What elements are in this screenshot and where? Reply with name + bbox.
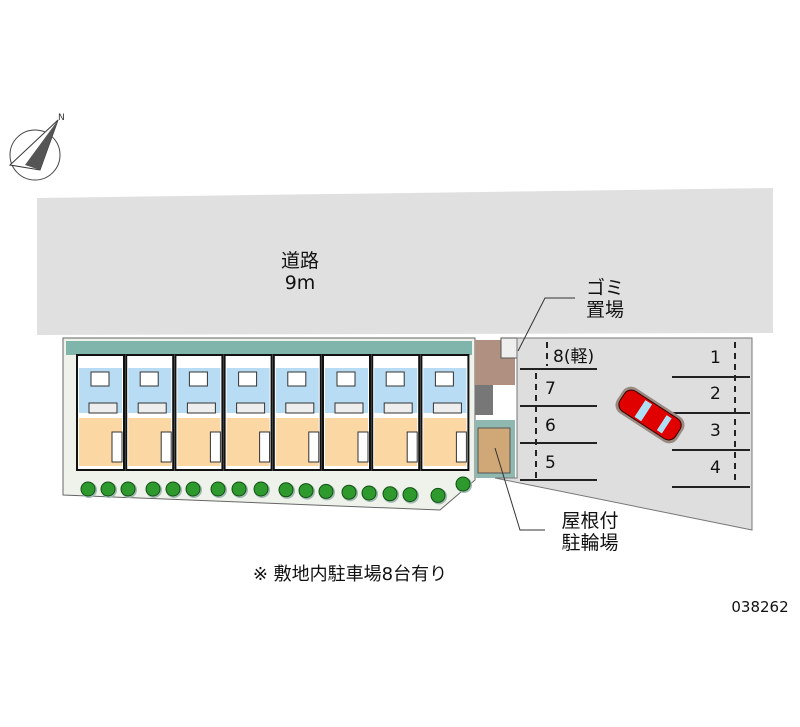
bicycle-roof bbox=[477, 427, 511, 474]
tree-icon bbox=[402, 487, 419, 504]
space-4: 4 bbox=[710, 458, 721, 478]
bicycle-label-line2: 駐輪場 bbox=[561, 532, 619, 554]
walkway bbox=[66, 341, 472, 355]
bicycle-label: 屋根付 駐輪場 bbox=[545, 510, 635, 554]
road bbox=[37, 188, 773, 335]
garbage-label-line2: 置場 bbox=[585, 299, 624, 321]
tree-icon bbox=[361, 485, 378, 502]
tree-icon bbox=[210, 481, 227, 498]
tree-icon bbox=[298, 483, 315, 500]
tree-icon bbox=[455, 476, 472, 493]
garbage-station bbox=[475, 385, 493, 415]
garbage-leader bbox=[517, 297, 575, 352]
tree-icon bbox=[318, 483, 335, 501]
space-2: 2 bbox=[710, 384, 721, 404]
tree-icon bbox=[185, 481, 202, 498]
tree-icon bbox=[165, 481, 182, 498]
apartment-unit bbox=[322, 354, 371, 471]
north-compass-icon: N bbox=[8, 113, 65, 181]
space-1: 1 bbox=[710, 348, 721, 368]
road-width: 9m bbox=[284, 272, 316, 294]
tree-icon bbox=[341, 484, 358, 502]
tree-icon bbox=[120, 481, 137, 498]
space-7: 7 bbox=[545, 379, 556, 399]
garbage-label-line1: ゴミ bbox=[585, 277, 624, 299]
road-label: 道路 9m bbox=[270, 250, 330, 294]
apartment-unit bbox=[223, 354, 273, 471]
property-code: 038262 bbox=[731, 598, 789, 616]
parking-lot bbox=[494, 337, 753, 531]
tree-icon bbox=[145, 481, 162, 498]
tree-icon bbox=[253, 481, 270, 498]
space-8: 8(軽) bbox=[553, 347, 595, 367]
car-icon bbox=[615, 386, 685, 444]
tree-icon bbox=[382, 486, 399, 503]
apartment-unit bbox=[420, 354, 470, 471]
tree-icon bbox=[231, 481, 248, 498]
space-5: 5 bbox=[545, 453, 556, 473]
apartment-unit bbox=[371, 354, 421, 471]
tree-icon bbox=[430, 487, 447, 505]
garbage-label: ゴミ 置場 bbox=[575, 277, 635, 321]
apartment-unit bbox=[174, 354, 224, 471]
bicycle-leader bbox=[494, 447, 545, 531]
tree-icon bbox=[100, 481, 117, 498]
tree-icon bbox=[80, 481, 97, 498]
svg-text:N: N bbox=[58, 113, 65, 123]
space-3: 3 bbox=[710, 421, 721, 441]
parking-note: ※ 敷地内駐車場8台有り bbox=[252, 564, 448, 585]
apartment-unit bbox=[125, 354, 175, 471]
bicycle-label-line1: 屋根付 bbox=[561, 510, 619, 532]
space-6: 6 bbox=[545, 416, 556, 436]
apartment-unit bbox=[272, 354, 322, 471]
tree-icon bbox=[278, 482, 295, 499]
road-name: 道路 bbox=[280, 250, 319, 272]
apartment-unit bbox=[76, 354, 125, 471]
